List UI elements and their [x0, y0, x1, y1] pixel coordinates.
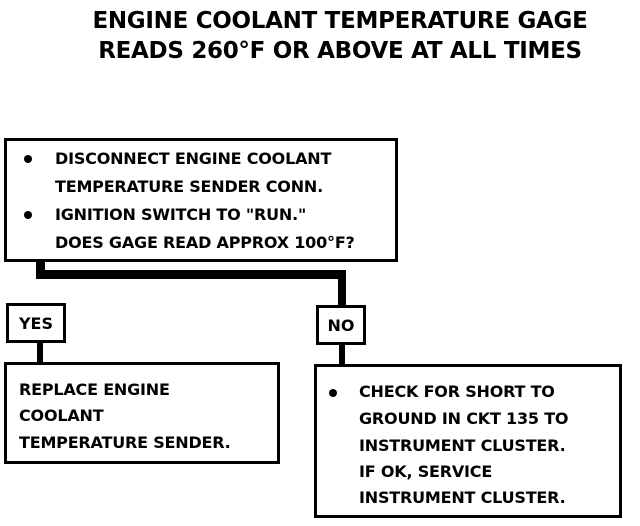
no-result-box: CHECK FOR SHORT TO GROUND IN CKT 135 TO …: [314, 364, 622, 518]
no-result-line-3: INSTRUMENT CLUSTER.: [359, 436, 566, 455]
decision-step-2-line-1: IGNITION SWITCH TO "RUN.": [55, 205, 307, 224]
connector-no-drop: [338, 270, 346, 306]
connector-yes-down: [37, 342, 43, 364]
yes-result-box: REPLACE ENGINE COOLANT TEMPERATURE SENDE…: [4, 362, 280, 464]
yes-result-line-2: COOLANT: [19, 406, 104, 425]
no-result-line-1: CHECK FOR SHORT TO: [359, 382, 555, 401]
bullet-3-icon: [329, 389, 337, 397]
bullet-2-icon: [24, 211, 32, 219]
decision-box: DISCONNECT ENGINE COOLANT TEMPERATURE SE…: [4, 138, 398, 262]
no-result-line-4: IF OK, SERVICE: [359, 462, 493, 481]
no-result-line-2: GROUND IN CKT 135 TO: [359, 409, 569, 428]
no-label: NO: [316, 305, 366, 345]
decision-step-1-line-1: DISCONNECT ENGINE COOLANT: [55, 149, 332, 168]
decision-step-2-line-2: DOES GAGE READ APPROX 100°F?: [55, 233, 355, 252]
bullet-1-icon: [24, 155, 32, 163]
no-result-line-5: INSTRUMENT CLUSTER.: [359, 488, 566, 507]
yes-label: YES: [6, 303, 66, 343]
decision-step-1-line-2: TEMPERATURE SENDER CONN.: [55, 177, 323, 196]
title-line-2: READS 260°F OR ABOVE AT ALL TIMES: [98, 38, 582, 64]
yes-result-line-3: TEMPERATURE SENDER.: [19, 433, 231, 452]
title-line-1: ENGINE COOLANT TEMPERATURE GAGE: [92, 8, 588, 34]
connector-horizontal: [36, 270, 346, 279]
connector-no-down: [339, 344, 345, 364]
yes-result-line-1: REPLACE ENGINE: [19, 380, 170, 399]
connector-top-stem: [36, 260, 45, 278]
